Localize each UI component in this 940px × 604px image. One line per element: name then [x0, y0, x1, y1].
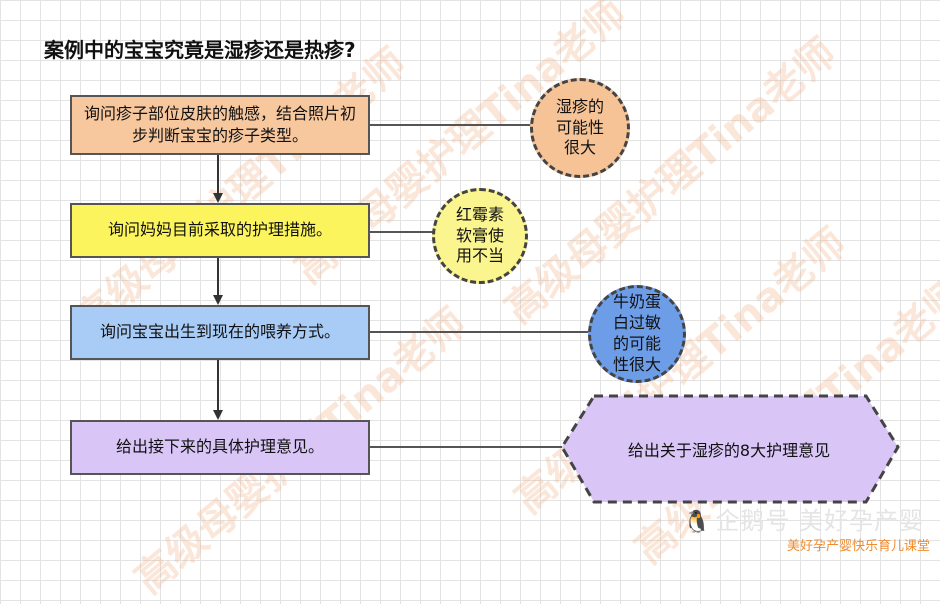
brand-subtitle: 美好孕产婴快乐育儿课堂 [786, 539, 930, 554]
note-1-line-3: 很大 [563, 138, 596, 158]
step-3-box: 询问宝宝出生到现在的喂养方式。 [70, 305, 370, 360]
note-2-circle: 红霉素 软膏使 用不当 [432, 188, 528, 284]
note-3-line-1: 牛奶蛋 [612, 292, 661, 312]
note-1-circle: 湿疹的 可能性 很大 [530, 78, 630, 178]
step-2-box: 询问妈妈目前采取的护理措施。 [70, 203, 370, 258]
page-title: 案例中的宝宝究竟是湿疹还是热疹? [44, 38, 356, 62]
note-3-line-4: 性很大 [612, 354, 661, 374]
note-2-line-2: 软膏使 [455, 225, 504, 245]
note-2-line-1: 红霉素 [455, 204, 504, 224]
step-3-text: 询问宝宝出生到现在的喂养方式。 [99, 322, 340, 342]
step-1-box: 询问疹子部位皮肤的触感，结合照片初步判断宝宝的疹子类型。 [70, 95, 370, 155]
note-3-line-2: 白过敏 [612, 313, 661, 333]
penguin-icon: 🐧 [682, 510, 712, 535]
step-4-text: 给出接下来的具体护理意见。 [115, 437, 324, 457]
result-hexagon [560, 394, 900, 504]
note-2-line-3: 用不当 [455, 246, 504, 266]
note-3-circle: 牛奶蛋 白过敏 的可能 性很大 [588, 285, 686, 383]
result-text: 给出关于湿疹的8大护理意见 [627, 441, 831, 460]
note-1-line-2: 可能性 [555, 117, 604, 137]
flow-connectors [213, 124, 900, 504]
step-1-text: 询问疹子部位皮肤的触感，结合照片初步判断宝宝的疹子类型。 [83, 103, 356, 145]
step-4-box: 给出接下来的具体护理意见。 [70, 420, 370, 475]
note-3-line-3: 的可能 [612, 334, 661, 353]
step-2-text: 询问妈妈目前采取的护理措施。 [107, 220, 332, 240]
brand-name: 企鹅号 美好孕产婴 [715, 507, 924, 535]
note-1-line-1: 湿疹的 [555, 96, 604, 116]
brand-watermark: 🐧企鹅号 美好孕产婴 [683, 501, 924, 536]
